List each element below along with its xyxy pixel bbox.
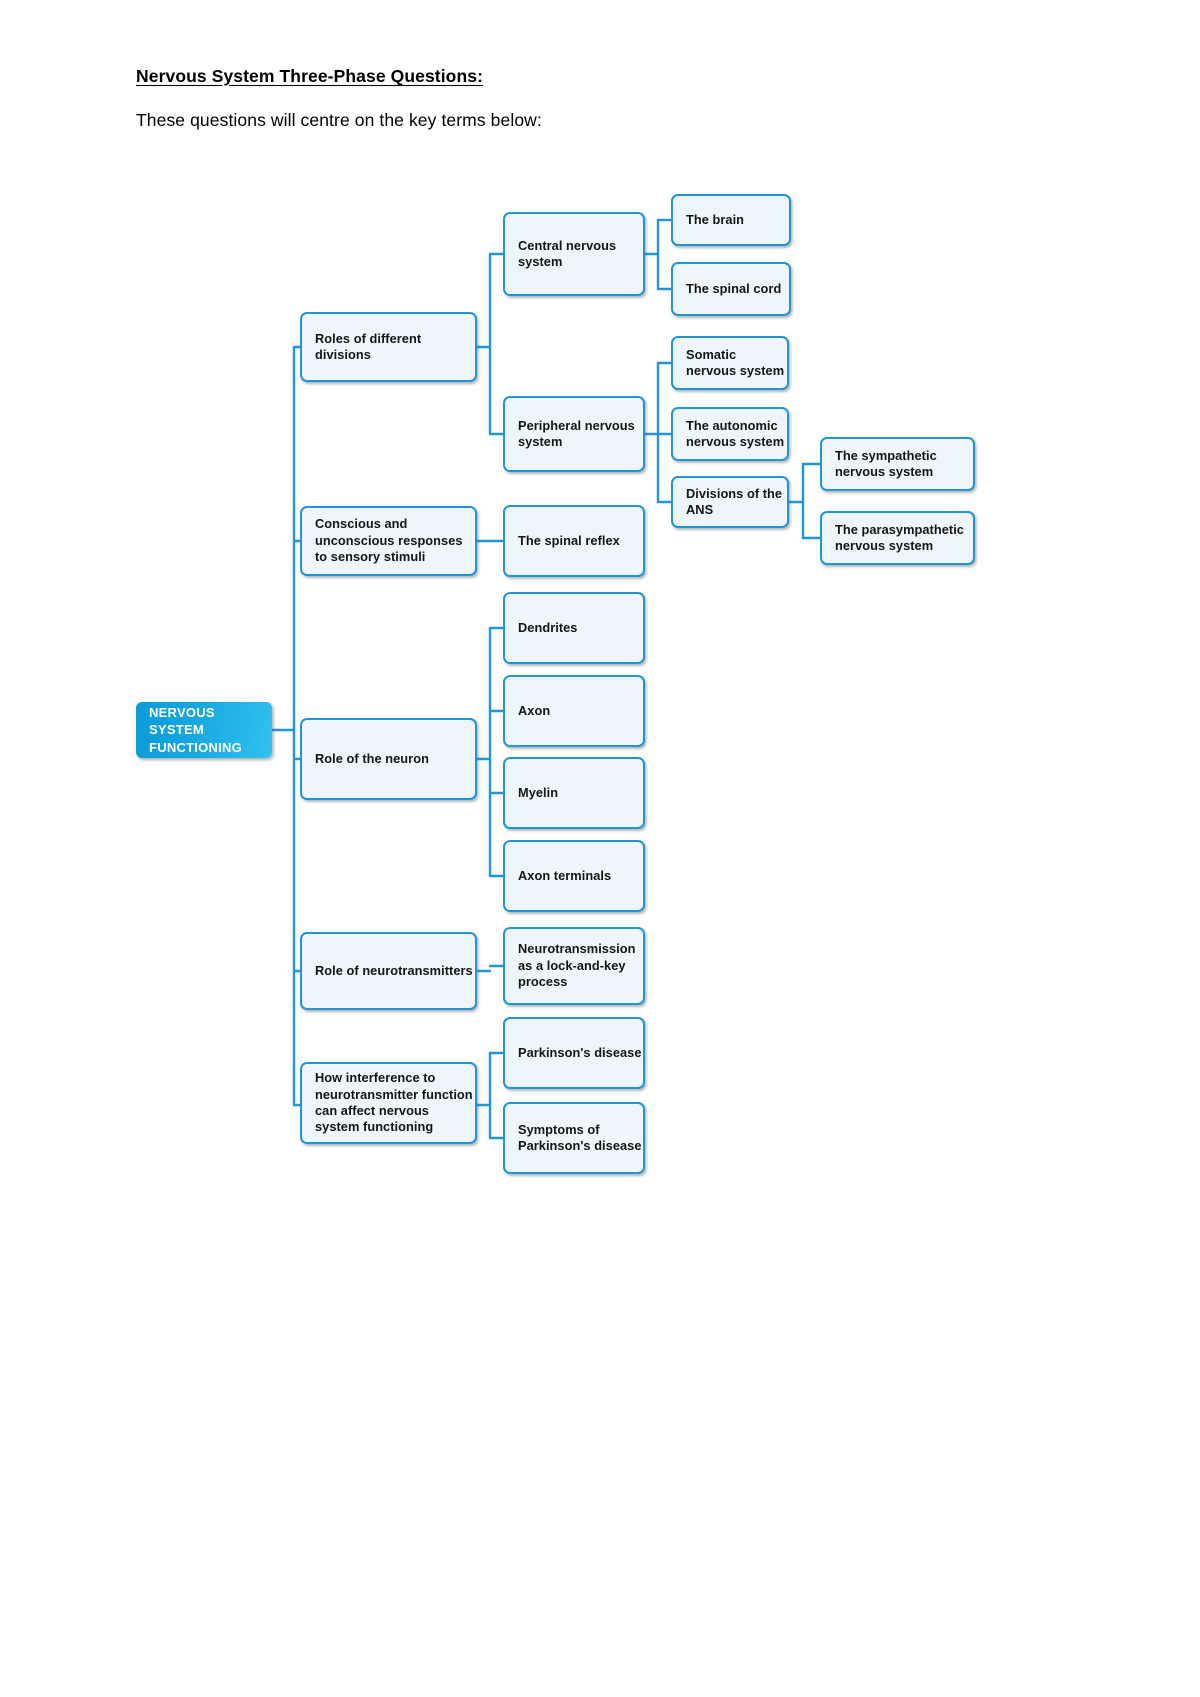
node-the-sympathetic-nervous-system[interactable]: The sympathetic nervous system <box>820 437 975 491</box>
node-symptoms-of-parkinsons-disease[interactable]: Symptoms of Parkinson's disease <box>503 1102 645 1174</box>
node-conscious-and-unconscious-responses[interactable]: Conscious and unconscious responses to s… <box>300 506 477 576</box>
node-label: Peripheral nervous system <box>518 417 635 449</box>
node-neurotransmission-lock-and-key[interactable]: Neurotransmission as a lock-and-key proc… <box>503 927 645 1005</box>
node-label: Divisions of the ANS <box>686 485 783 517</box>
node-role-of-the-neuron[interactable]: Role of the neuron <box>300 718 477 800</box>
node-somatic-nervous-system[interactable]: Somatic nervous system <box>671 336 789 390</box>
node-central-nervous-system[interactable]: Central nervous system <box>503 212 645 296</box>
node-label: Conscious and unconscious responses to s… <box>315 516 463 565</box>
node-the-autonomic-nervous-system[interactable]: The autonomic nervous system <box>671 407 789 461</box>
node-the-parasympathetic-nervous-system[interactable]: The parasympathetic nervous system <box>820 511 975 565</box>
node-axon[interactable]: Axon <box>503 675 645 747</box>
node-label: The brain <box>686 211 745 227</box>
node-label: The spinal cord <box>686 280 782 296</box>
mindmap-root-node[interactable]: NERVOUS SYSTEM FUNCTIONING <box>136 702 272 758</box>
node-the-brain[interactable]: The brain <box>671 194 791 246</box>
node-label: Role of neurotransmitters <box>315 962 473 978</box>
page-subtitle: These questions will centre on the key t… <box>136 110 542 130</box>
node-label: Role of the neuron <box>315 750 429 766</box>
node-how-interference-affects-functioning[interactable]: How interference to neurotransmitter fun… <box>300 1062 477 1144</box>
node-label: Central nervous system <box>518 237 617 269</box>
node-the-spinal-cord[interactable]: The spinal cord <box>671 262 791 316</box>
node-label: The parasympathetic nervous system <box>835 521 964 553</box>
node-the-spinal-reflex[interactable]: The spinal reflex <box>503 505 645 577</box>
node-label: Myelin <box>518 784 559 800</box>
node-label: How interference to neurotransmitter fun… <box>315 1070 473 1135</box>
node-label: Axon <box>518 702 551 718</box>
node-label: Parkinson's disease <box>518 1044 642 1060</box>
node-label: Dendrites <box>518 619 578 635</box>
page-title: Nervous System Three-Phase Questions: <box>136 66 484 86</box>
node-label: Neurotransmission as a lock-and-key proc… <box>518 941 636 990</box>
node-label: Somatic nervous system <box>686 346 785 378</box>
node-peripheral-nervous-system[interactable]: Peripheral nervous system <box>503 396 645 472</box>
node-label: The autonomic nervous system <box>686 417 785 449</box>
node-role-of-neurotransmitters[interactable]: Role of neurotransmitters <box>300 932 477 1010</box>
node-parkinsons-disease[interactable]: Parkinson's disease <box>503 1017 645 1089</box>
node-label: Symptoms of Parkinson's disease <box>518 1121 642 1153</box>
node-axon-terminals[interactable]: Axon terminals <box>503 840 645 912</box>
node-label: The sympathetic nervous system <box>835 447 937 479</box>
node-myelin[interactable]: Myelin <box>503 757 645 829</box>
node-label: Roles of different divisions <box>315 330 422 362</box>
mindmap-root-label: NERVOUS SYSTEM FUNCTIONING <box>149 704 243 755</box>
node-label: Axon terminals <box>518 867 612 883</box>
node-label: The spinal reflex <box>518 532 620 548</box>
node-roles-of-different-divisions[interactable]: Roles of different divisions <box>300 312 477 382</box>
node-divisions-of-the-ans[interactable]: Divisions of the ANS <box>671 476 789 528</box>
node-dendrites[interactable]: Dendrites <box>503 592 645 664</box>
